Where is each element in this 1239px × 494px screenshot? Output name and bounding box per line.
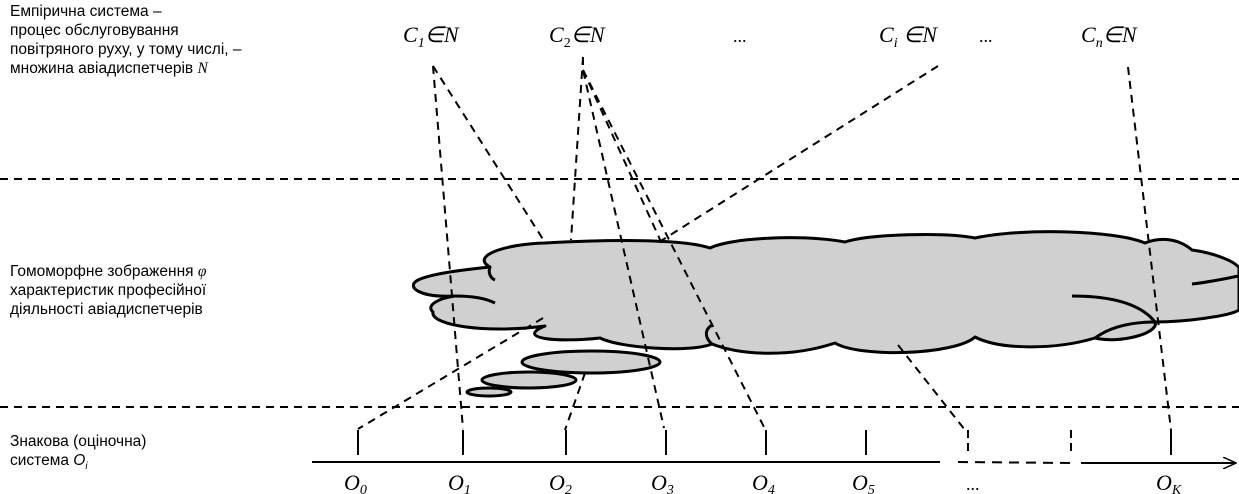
tick-label-o3: O3 (651, 470, 674, 494)
controller-labels: C1∈N C2∈N ... Ci ∈N ... Cn∈N (403, 22, 1138, 51)
tick-label-o0: O0 (344, 470, 367, 494)
controller-cn-label: Cn∈N (1081, 22, 1138, 51)
controller-ci-label: Ci ∈N (879, 22, 938, 51)
tick-label-ok: OK (1156, 470, 1182, 494)
cloud-shape (413, 232, 1239, 354)
tick-label-o4: O4 (752, 470, 775, 494)
mapping-line (656, 66, 938, 244)
mapping-line (898, 345, 965, 430)
mapping-line (583, 70, 662, 244)
controller-ellipsis: ... (733, 26, 747, 46)
thought-bubble-large (522, 351, 660, 373)
tick-label-o1: O1 (448, 470, 471, 494)
mapping-line (433, 66, 463, 429)
mapping-line (571, 57, 583, 240)
axis-gap-dashed (958, 462, 1073, 463)
thought-bubble-small (467, 388, 511, 396)
sign-system-axis (312, 430, 1236, 463)
mapping-line (433, 66, 546, 244)
homomorphic-cloud (413, 232, 1239, 396)
controller-c1-label: C1∈N (403, 22, 460, 51)
controller-ellipsis: ... (979, 26, 993, 46)
tick-label-ellipsis: ... (966, 474, 980, 494)
tick-label-o2: O2 (549, 470, 572, 494)
tick-label-o5: O5 (852, 470, 875, 494)
controller-c2-label: C2∈N (549, 22, 606, 51)
thought-bubble-medium (482, 372, 576, 388)
tick-labels: O0 O1 O2 O3 O4 O5 ... OK (344, 470, 1182, 494)
